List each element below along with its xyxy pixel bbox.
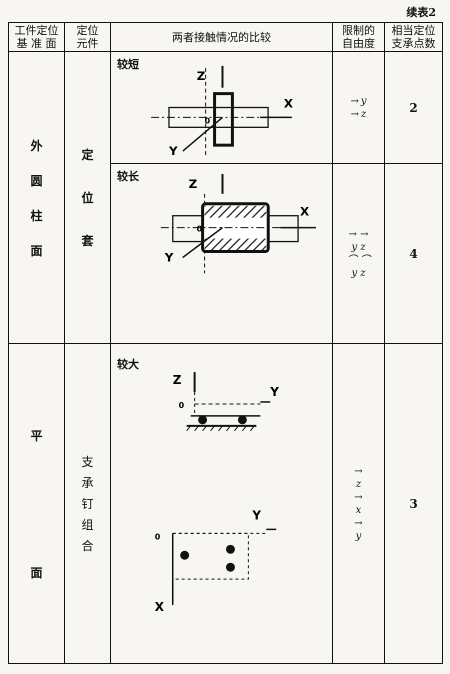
surface-plane: 平 面 [8, 343, 65, 664]
support-pin-diagram: Z 0 Y 0 Y [155, 372, 279, 614]
axis-z-short: Z [197, 69, 206, 83]
element-sleeve: 定 位 套 [64, 51, 111, 344]
figure-support-pins: 较大 Z 0 Y 0 Y [110, 343, 333, 664]
figure-long-sleeve: 较长 Z X Y 0 [110, 163, 333, 344]
dof-plane: → z → x → y [332, 343, 385, 664]
points-plane: 3 [384, 343, 443, 664]
row-plane: 平 面 支 承 钉 组 合 较大 Z 0 Y [8, 343, 443, 664]
origin-short: 0 [205, 116, 211, 125]
axis-y-top: Y [251, 508, 261, 522]
axis-y-long: Y [164, 250, 174, 264]
figure-short-sleeve: 较短 Z X Y 0 [110, 51, 333, 164]
axis-y-short: Y [168, 144, 178, 158]
label-short: 较短 [117, 58, 139, 71]
header-row: 工件定位 基 准 面 定位 元件 两者接触情况的比较 限制的 自由度 相当定位 … [8, 22, 443, 52]
element-pin-set: 支 承 钉 组 合 [64, 343, 111, 664]
long-sleeve-diagram: Z X Y 0 [160, 173, 316, 274]
header-element: 定位 元件 [64, 22, 111, 52]
dof-short: → y → z [332, 51, 385, 164]
origin-side: 0 [179, 401, 185, 410]
label-large: 较大 [117, 358, 139, 371]
origin-long: 0 [197, 225, 203, 234]
header-dof: 限制的 自由度 [332, 22, 385, 52]
axis-z-side: Z [173, 373, 182, 387]
axis-x-top: X [155, 600, 164, 614]
axis-y-side: Y [269, 385, 279, 399]
row-long: 较长 Z X Y 0 [9, 163, 443, 344]
points-short: 2 [384, 51, 443, 164]
label-long: 较长 [117, 170, 139, 183]
header-surface: 工件定位 基 准 面 [8, 22, 65, 52]
dof-long: → → y z ⌒ ⌒ y z [332, 163, 385, 344]
short-sleeve-diagram: Z X Y 0 [151, 65, 293, 158]
axis-z-long: Z [189, 177, 198, 191]
header-points: 相当定位 支承点数 [384, 22, 443, 52]
axis-x-long: X [300, 205, 309, 219]
row-short: 外 圆 柱 面 定 位 套 较短 Z X Y 0 [8, 51, 443, 344]
header-contact: 两者接触情况的比较 [110, 22, 333, 52]
locating-table: 工件定位 基 准 面 定位 元件 两者接触情况的比较 限制的 自由度 相当定位 … [8, 22, 443, 664]
surface-cylinder: 外 圆 柱 面 [8, 51, 65, 344]
points-long: 4 [384, 163, 443, 344]
table-caption: 续表2 [406, 6, 436, 19]
axis-x-short: X [284, 97, 293, 111]
origin-top: 0 [155, 532, 161, 541]
